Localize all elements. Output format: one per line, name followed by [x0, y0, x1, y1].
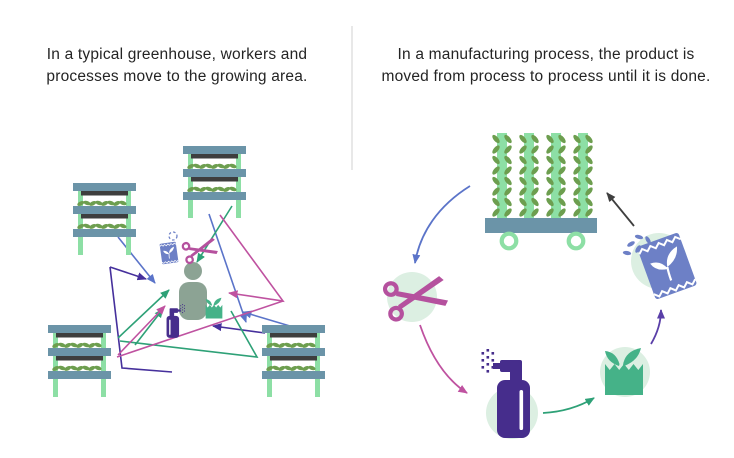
left-panel-caption: In a typical greenhouse, workers and pro… [0, 44, 354, 88]
seed-packet-icon [159, 231, 179, 265]
caption-line: In a manufacturing process, the product … [397, 46, 695, 63]
greenhouse-illustration [48, 146, 325, 397]
harvest-bag-icon [205, 297, 223, 319]
growing-rack-icon [48, 325, 111, 397]
growing-rack-icon [183, 146, 246, 218]
growing-rack-icon [73, 183, 136, 255]
caption-line: In a typical greenhouse, workers and [46, 46, 308, 63]
caption-line: moved from process to process until it i… [381, 68, 711, 85]
movement-arrows [109, 205, 301, 373]
process-flow-arrows [412, 185, 665, 414]
manufacturing-illustration [384, 133, 699, 439]
scissors-icon [180, 234, 221, 265]
panel-divider [351, 26, 353, 170]
worker-icon [179, 262, 207, 320]
caption-line: processes move to the growing area. [46, 68, 308, 85]
seed-packet-icon [622, 231, 699, 301]
vertical-grow-cart-icon [485, 133, 597, 251]
growing-rack-icon [262, 325, 325, 397]
right-panel-caption: In a manufacturing process, the product … [368, 44, 724, 88]
